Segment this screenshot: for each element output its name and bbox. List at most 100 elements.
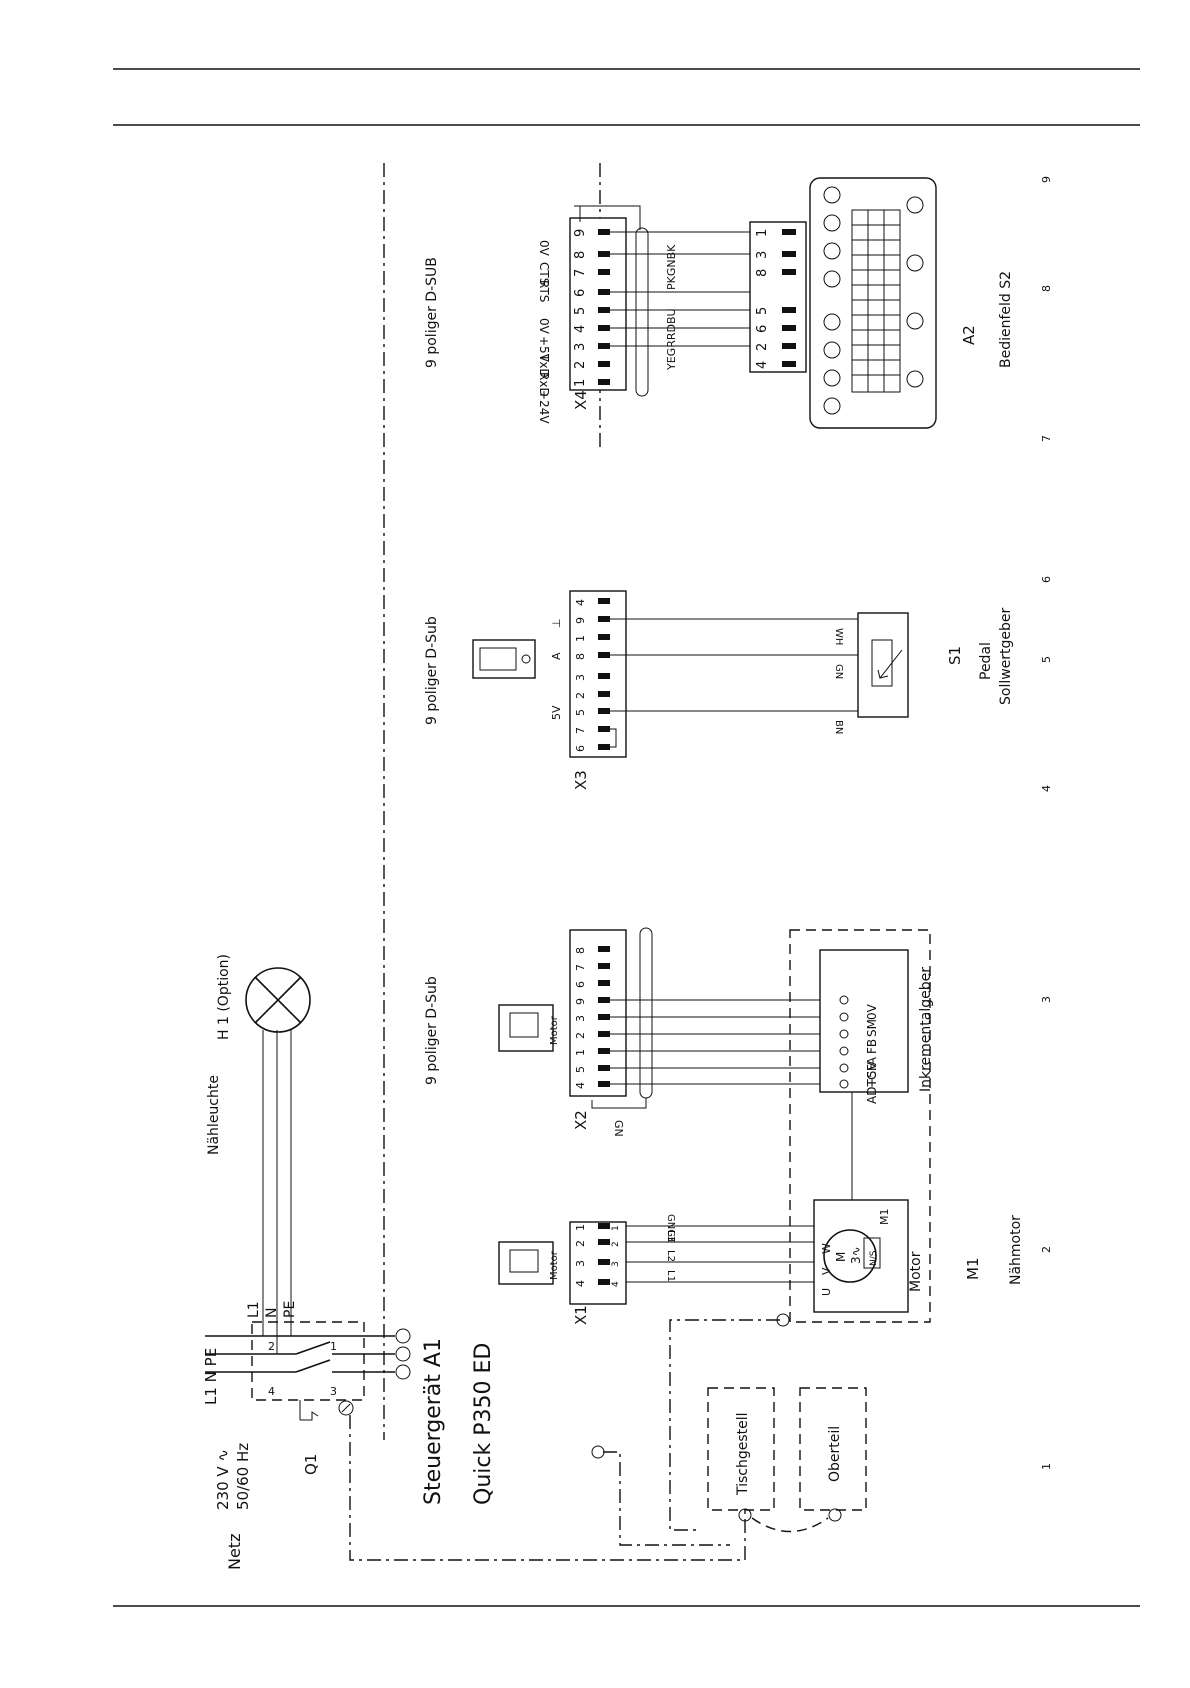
x4-pin-4: 4 bbox=[573, 325, 588, 333]
head-box bbox=[799, 1387, 867, 1511]
x3-signal-a: A bbox=[550, 652, 563, 660]
panel-pin-6-2: 6 bbox=[755, 325, 770, 333]
x1-id: X1 bbox=[572, 1305, 590, 1325]
x4-pin-contact-5 bbox=[598, 307, 610, 313]
motor-term-u: U bbox=[820, 1288, 833, 1296]
column-6: 6 bbox=[1040, 576, 1053, 583]
encoder-signal-fb: FB bbox=[865, 1039, 879, 1054]
x2-pin-contact-7 bbox=[598, 963, 610, 969]
motor-sensor-label: N/S bbox=[869, 1250, 879, 1266]
x2-pin-9: 9 bbox=[574, 998, 587, 1005]
lamp-line-l1: L1 bbox=[246, 1301, 262, 1318]
x2-motor-icon-body bbox=[509, 1012, 539, 1038]
x2-icon-label: Motor bbox=[549, 1015, 560, 1045]
x2-pin-contact-2 bbox=[598, 1031, 610, 1037]
x4-wires bbox=[610, 231, 760, 347]
controller-title: Steuergerät A1 bbox=[421, 1338, 446, 1505]
x1-pin-num-4: 4 bbox=[611, 1281, 621, 1287]
lamp-line-pe: PE bbox=[282, 1301, 298, 1318]
encoder-signal-sm: SM bbox=[865, 1019, 879, 1037]
x1-pin-4: 4 bbox=[574, 1280, 587, 1287]
x2-pin-contact-6 bbox=[598, 980, 610, 986]
x4-pin-8: 8 bbox=[573, 251, 588, 259]
x4-signal-7: 0V bbox=[537, 240, 551, 257]
motor-symbol: M bbox=[834, 1252, 848, 1262]
pedal-plug-icon-body bbox=[479, 647, 517, 671]
panel-button-icon-8 bbox=[906, 196, 924, 214]
ground-bridge bbox=[751, 1517, 829, 1533]
motor-id: M1 bbox=[878, 1209, 891, 1226]
x4-signal-4: 0V bbox=[537, 318, 551, 335]
x1-motor-icon bbox=[498, 1241, 554, 1285]
pedal-plug-icon-dot bbox=[521, 654, 531, 664]
panel-button-icon-10 bbox=[906, 312, 924, 330]
ground-chain bbox=[349, 1415, 746, 1561]
panel-pin-1-6: 1 bbox=[755, 229, 770, 237]
pedal-label: Pedal bbox=[978, 642, 994, 680]
column-2: 2 bbox=[1040, 1246, 1053, 1253]
column-8: 8 bbox=[1040, 285, 1053, 292]
panel-pin-2-1: 2 bbox=[755, 343, 770, 351]
x1-pin-num-2: 2 bbox=[611, 1241, 621, 1247]
x2-pin-contact-1 bbox=[598, 1048, 610, 1054]
socket-n-icon bbox=[395, 1346, 411, 1362]
table-frame-box bbox=[707, 1387, 775, 1511]
x4-pin-9: 9 bbox=[573, 229, 588, 237]
x4-pin-2: 2 bbox=[573, 361, 588, 369]
switch-pin-2: 2 bbox=[268, 1340, 275, 1353]
x1-icon-label: Motor bbox=[549, 1250, 560, 1280]
panel-desc: Bedienfeld S2 bbox=[998, 271, 1014, 368]
switch-pin-1: 1 bbox=[330, 1340, 337, 1353]
x4-pin-1: 1 bbox=[573, 379, 588, 387]
x1-motor-icon-body bbox=[509, 1249, 539, 1273]
ground-symbol-slash bbox=[341, 1403, 351, 1413]
panel-button-icon-9 bbox=[906, 254, 924, 272]
panel-button-icon-2 bbox=[823, 242, 841, 260]
x3-pin-6: 6 bbox=[574, 745, 587, 752]
x3-wire-wh-label: WH bbox=[833, 628, 844, 645]
pedal-id: S1 bbox=[946, 646, 964, 665]
x4-ground-wire bbox=[580, 205, 641, 230]
column-7: 7 bbox=[1040, 435, 1053, 442]
mains-frequency: 50/60 Hz bbox=[234, 1443, 252, 1510]
x2-pin-5: 5 bbox=[574, 1066, 587, 1073]
x1-wire-label-L1: L1 bbox=[665, 1270, 676, 1282]
x4-pin-contact-2 bbox=[598, 361, 610, 367]
x1-pin-contact-4 bbox=[598, 1279, 610, 1285]
panel-pin-contact-3 bbox=[782, 307, 796, 313]
mains-label: Netz bbox=[225, 1534, 244, 1570]
motor-symbol-3ph: 3∿ bbox=[849, 1246, 863, 1264]
panel-pin-contact-6 bbox=[782, 229, 796, 235]
encoder-signal-+5v: +5V bbox=[865, 1061, 879, 1088]
column-1: 1 bbox=[1040, 1463, 1053, 1470]
x2-ground-wire bbox=[591, 1098, 647, 1109]
x4-pin-contact-8 bbox=[598, 251, 610, 257]
socket-pe-icon bbox=[395, 1328, 411, 1344]
table-frame-label: Tischgestell bbox=[735, 1412, 751, 1496]
x2-motor-icon bbox=[498, 1004, 554, 1052]
switch-contact-1 bbox=[295, 1359, 331, 1373]
x3-pin-9: 9 bbox=[574, 617, 587, 624]
x3-signal-gnd: ⊥ bbox=[550, 618, 563, 628]
panel-pin-contact-0 bbox=[782, 361, 796, 367]
mains-terminals: L1 N PE bbox=[202, 1348, 220, 1405]
x1-pin-contact-1 bbox=[598, 1223, 610, 1229]
panel-button-icon-4 bbox=[823, 313, 841, 331]
encoder-terminal-+5v bbox=[839, 1063, 849, 1073]
ground-head-icon bbox=[828, 1508, 842, 1522]
x4-pin-contact-7 bbox=[598, 269, 610, 275]
ground-boxes: Tischgestell Oberteil bbox=[707, 1387, 867, 1533]
x4-signal-6: CTS bbox=[537, 262, 551, 285]
x3-signal-5v: 5V bbox=[550, 705, 563, 720]
switch-pin-3: 3 bbox=[330, 1385, 337, 1398]
ground-chain-controller bbox=[603, 1451, 730, 1546]
x3-pin-8: 8 bbox=[574, 653, 587, 660]
panel-pin-contact-4 bbox=[782, 269, 796, 275]
x2-pin-6: 6 bbox=[574, 981, 587, 988]
ground-point-motor-icon bbox=[776, 1313, 790, 1327]
